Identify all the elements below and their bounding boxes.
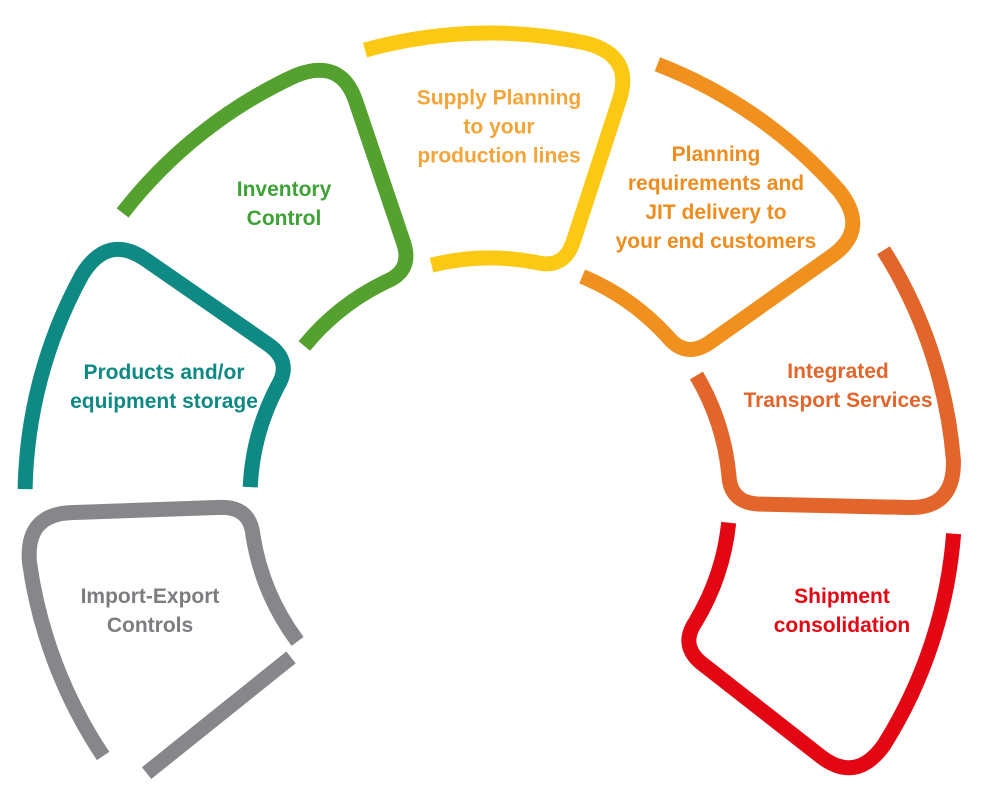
label-supply-planning: Supply Planning to your production lines: [416, 86, 582, 168]
label-inventory-control: Inventory Control: [236, 178, 332, 230]
arc-inventory-control: [116, 62, 414, 351]
label-planning-jit-delivery: Planning requirements and JIT delivery t…: [615, 143, 817, 253]
arc-integrated-transport-services: [689, 246, 961, 516]
arc-endcap-import-export-controls: [141, 651, 296, 779]
arc-shipment-consolidation: [681, 521, 962, 776]
label-products-equipment-storage: Products and/or equipment storage: [70, 361, 258, 413]
arc-import-export-controls: [21, 499, 304, 761]
arc-planning-jit-delivery: [579, 57, 861, 357]
label-integrated-transport-services: Integrated Transport Services: [743, 360, 933, 412]
arc-supply-planning: [362, 25, 631, 273]
arc-products-equipment-storage: [17, 241, 291, 490]
label-import-export-controls: Import-Export Controls: [80, 585, 220, 637]
label-shipment-consolidation: Shipment consolidation: [773, 585, 911, 637]
